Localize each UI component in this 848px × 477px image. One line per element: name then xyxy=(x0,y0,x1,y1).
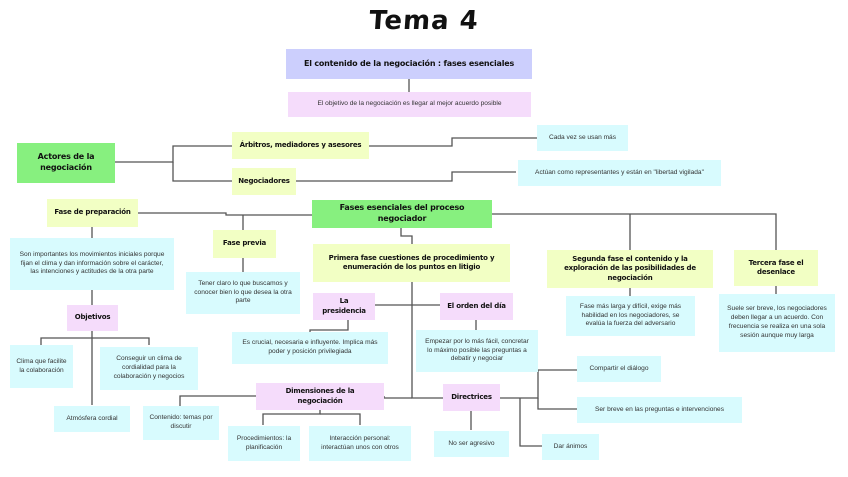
preparacion-note-node[interactable]: Son importantes los movimientos iniciale… xyxy=(10,238,174,290)
arbitros-note-label: Cada vez se usan más xyxy=(548,133,617,141)
arbitros-node[interactable]: Árbitros, mediadores y asesores xyxy=(232,132,369,159)
orden-label: El orden del día xyxy=(447,301,506,310)
arbitros-note-node[interactable]: Cada vez se usan más xyxy=(537,125,628,151)
tercera-note-label: Suele ser breve, los negociadores deben … xyxy=(727,305,827,339)
connector xyxy=(40,337,150,345)
clima-node[interactable]: Clima que facilite la colaboración xyxy=(10,345,73,388)
connector xyxy=(138,212,312,216)
connector xyxy=(369,137,537,147)
negociadores-node[interactable]: Negociadores xyxy=(232,168,296,195)
fases-label: Fases esenciales del proceso negociador xyxy=(339,203,465,223)
conseguir-label: Conseguir un clima de cordialidad para l… xyxy=(113,355,185,380)
connector xyxy=(179,395,256,406)
connector xyxy=(519,398,542,447)
main-topic-label: El contenido de la negociación : fases e… xyxy=(303,58,515,68)
connector xyxy=(537,398,577,410)
preparacion-label: Fase de preparación xyxy=(54,208,131,217)
procedimientos-label: Procedimientos: la planificación xyxy=(236,434,292,451)
breve-label: Ser breve en las preguntas e intervencio… xyxy=(594,405,725,413)
connector xyxy=(500,369,577,399)
presidencia-label: La presidencia xyxy=(322,297,366,315)
page-title: Tema 4 xyxy=(368,6,480,36)
tercera-note-node[interactable]: Suele ser breve, los negociadores deben … xyxy=(719,294,835,352)
orden-note-label: Empezar por lo más fácil, concretar lo m… xyxy=(425,337,529,363)
connector xyxy=(492,213,777,250)
interaccion-label: Interacción personal: interactúan unos c… xyxy=(321,434,399,451)
connector xyxy=(320,413,361,425)
directrices-label: Directrices xyxy=(451,392,492,401)
actores-node[interactable]: Actores de la negociación xyxy=(17,143,115,183)
atmosfera-label: Atmósfera cordial xyxy=(66,414,118,422)
arbitros-label: Árbitros, mediadores y asesores xyxy=(239,140,362,149)
directrices-node[interactable]: Directrices xyxy=(443,384,500,411)
main-topic-node[interactable]: El contenido de la negociación : fases e… xyxy=(286,49,532,79)
preparacion-node[interactable]: Fase de preparación xyxy=(47,199,138,227)
clima-label: Clima que facilite la colaboración xyxy=(16,357,67,374)
tercera-node[interactable]: Tercera fase el desenlace xyxy=(734,250,818,286)
conseguir-node[interactable]: Conseguir un clima de cordialidad para l… xyxy=(100,347,198,390)
contenido-label: Contenido: temas por discutir xyxy=(149,414,213,430)
dimensiones-node[interactable]: Dimensiones de la negociación xyxy=(256,383,384,410)
dimensiones-label: Dimensiones de la negociación xyxy=(285,387,355,405)
segunda-label: Segunda fase el contenido y la exploraci… xyxy=(564,254,696,282)
primera-node[interactable]: Primera fase cuestiones de procedimiento… xyxy=(313,244,510,282)
presidencia-note-node[interactable]: Es crucial, necesaria e influyente. Impl… xyxy=(232,332,388,364)
interaccion-node[interactable]: Interacción personal: interactúan unos c… xyxy=(309,426,411,461)
compartir-label: Compartir el diálogo xyxy=(589,364,649,372)
preparacion-note-label: Son importantes los movimientos iniciale… xyxy=(19,250,165,276)
connector xyxy=(172,162,232,182)
connector xyxy=(309,320,349,332)
negociadores-label: Negociadores xyxy=(238,176,290,185)
segunda-node[interactable]: Segunda fase el contenido y la exploraci… xyxy=(547,250,713,288)
animos-label: Dar ánimos xyxy=(553,442,588,450)
animos-node[interactable]: Dar ánimos xyxy=(542,434,599,460)
agresivo-label: No ser agresivo xyxy=(448,439,495,447)
actores-label: Actores de la negociación xyxy=(37,152,95,172)
agresivo-node[interactable]: No ser agresivo xyxy=(434,431,509,457)
connector xyxy=(400,228,413,244)
connector xyxy=(296,171,516,182)
negociadores-note-node[interactable]: Actúan como representantes y están en "l… xyxy=(518,160,721,186)
atmosfera-node[interactable]: Atmósfera cordial xyxy=(54,406,130,432)
presidencia-node[interactable]: La presidencia xyxy=(313,293,375,320)
objective-label: El objetivo de la negociación es llegar … xyxy=(317,100,502,108)
breve-node[interactable]: Ser breve en las preguntas e intervencio… xyxy=(577,397,742,423)
objetivos-label: Objetivos xyxy=(74,313,111,322)
connector xyxy=(383,396,412,399)
segunda-note-label: Fase más larga y difícil, exige más habi… xyxy=(579,302,682,328)
primera-label: Primera fase cuestiones de procedimiento… xyxy=(328,253,495,271)
presidencia-note-label: Es crucial, necesaria e influyente. Impl… xyxy=(242,339,378,355)
negociadores-note-label: Actúan como representantes y están en "l… xyxy=(535,168,704,176)
connector xyxy=(262,409,321,425)
previa-note-node[interactable]: Tener claro lo que buscamos y conocer bi… xyxy=(186,272,300,314)
connector xyxy=(115,145,232,163)
segunda-note-node[interactable]: Fase más larga y difícil, exige más habi… xyxy=(566,296,695,336)
compartir-node[interactable]: Compartir el diálogo xyxy=(577,356,661,382)
tercera-label: Tercera fase el desenlace xyxy=(748,258,804,276)
orden-note-node[interactable]: Empezar por lo más fácil, concretar lo m… xyxy=(416,330,538,372)
orden-node[interactable]: El orden del día xyxy=(440,293,513,320)
fases-node[interactable]: Fases esenciales del proceso negociador xyxy=(312,200,492,228)
contenido-node[interactable]: Contenido: temas por discutir xyxy=(143,406,219,440)
previa-label: Fase previa xyxy=(222,239,267,248)
objective-node[interactable]: El objetivo de la negociación es llegar … xyxy=(288,92,531,117)
previa-note-label: Tener claro lo que buscamos y conocer bi… xyxy=(194,279,292,305)
objetivos-node[interactable]: Objetivos xyxy=(67,305,118,331)
procedimientos-node[interactable]: Procedimientos: la planificación xyxy=(228,426,300,461)
previa-node[interactable]: Fase previa xyxy=(213,230,276,258)
